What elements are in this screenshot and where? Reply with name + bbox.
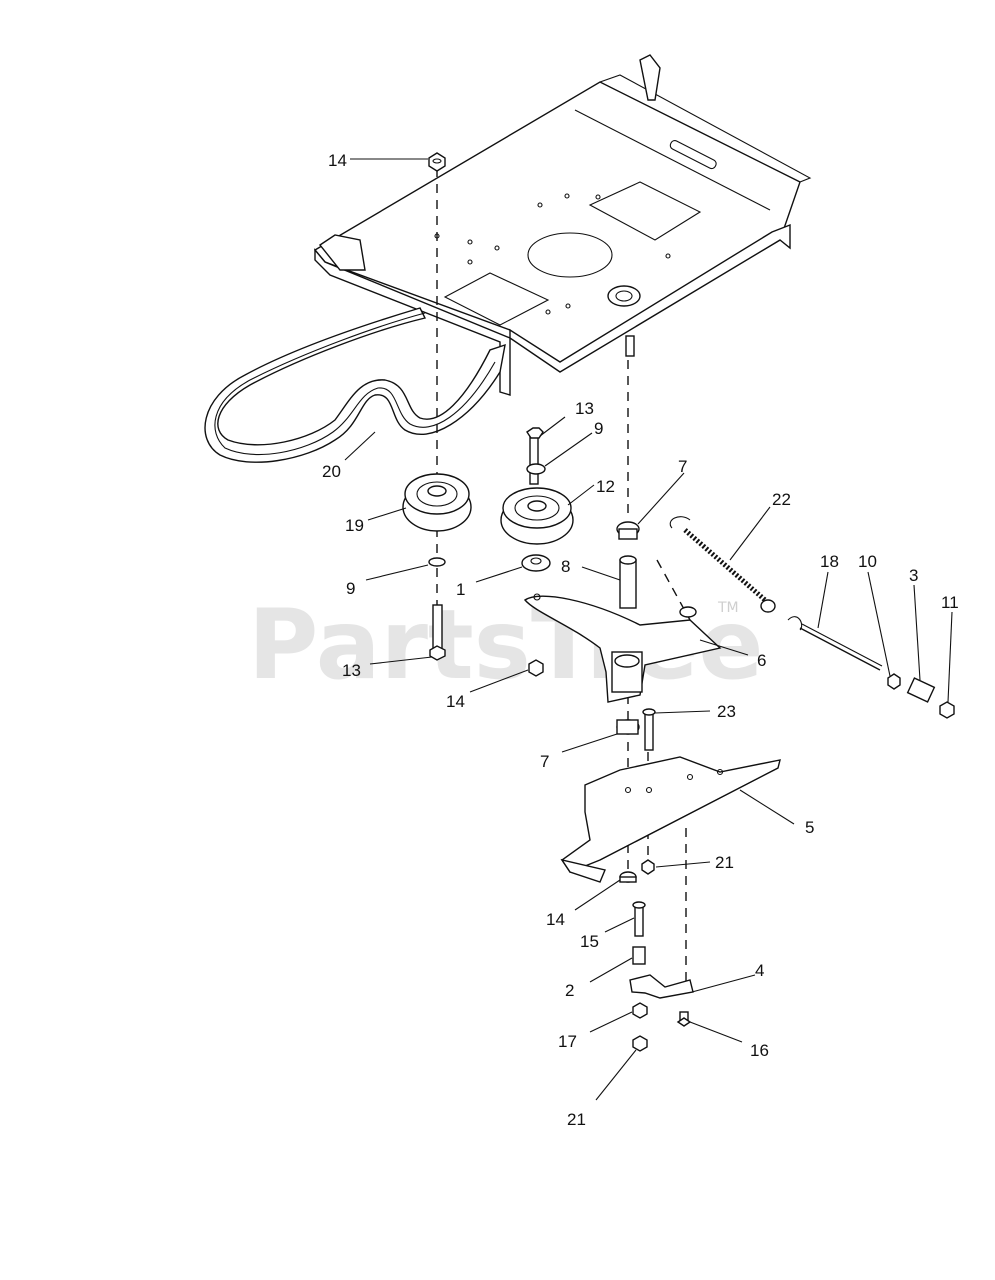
callout-8: 8 xyxy=(561,557,570,576)
mount-plate-5 xyxy=(560,756,781,883)
callout-1: 1 xyxy=(456,580,465,599)
deck-plate xyxy=(313,54,812,396)
callout-4: 4 xyxy=(755,961,764,980)
callout-14: 14 xyxy=(328,151,347,170)
nut-21-upper xyxy=(641,859,655,875)
spacer-2 xyxy=(632,946,646,965)
rod-18 xyxy=(787,616,883,671)
belt xyxy=(204,307,506,463)
callout-labels: 14 13 9 20 7 22 12 19 18 10 3 11 9 1 8 6… xyxy=(322,151,959,1129)
callout-11: 11 xyxy=(941,593,959,612)
nut-21-lower xyxy=(632,1035,648,1052)
callout-7: 7 xyxy=(678,457,687,476)
callout-16: 16 xyxy=(750,1041,769,1060)
callout-15: 15 xyxy=(580,932,599,951)
pulley-12 xyxy=(500,487,574,545)
callout-13: 13 xyxy=(342,661,361,680)
spacer-tube-8 xyxy=(619,555,637,609)
nut-14-mid xyxy=(528,659,544,677)
callout-9: 9 xyxy=(594,419,603,438)
nut-11 xyxy=(939,701,955,719)
callout-7: 7 xyxy=(540,752,549,771)
callout-18: 18 xyxy=(820,552,839,571)
watermark-trademark: TM xyxy=(717,600,739,616)
callout-10: 10 xyxy=(858,552,877,571)
leader-lines xyxy=(344,158,953,1101)
callout-14: 14 xyxy=(546,910,565,929)
callout-17: 17 xyxy=(558,1032,577,1051)
callout-21: 21 xyxy=(715,853,734,872)
callout-13: 13 xyxy=(575,399,594,418)
nut-14-lower xyxy=(619,871,637,883)
bushing-7-upper xyxy=(616,521,640,540)
callout-14: 14 xyxy=(446,692,465,711)
assembly-lines xyxy=(436,168,691,982)
callout-5: 5 xyxy=(805,818,814,837)
callout-6: 6 xyxy=(757,651,766,670)
washer-9-lower xyxy=(428,557,446,567)
bolt-15 xyxy=(632,901,646,937)
spacer-1 xyxy=(521,554,551,572)
screw-16 xyxy=(676,1011,692,1027)
nut-10 xyxy=(887,673,901,690)
idler-arm-6 xyxy=(523,593,722,703)
callout-9: 9 xyxy=(346,579,355,598)
callout-20: 20 xyxy=(322,462,341,481)
nut-14-top xyxy=(428,152,446,172)
spring-22 xyxy=(669,516,776,613)
bolt-13-upper xyxy=(526,427,544,485)
callout-21: 21 xyxy=(567,1110,586,1129)
nut-17 xyxy=(632,1002,648,1019)
bolt-23 xyxy=(642,708,656,751)
callout-19: 19 xyxy=(345,516,364,535)
callout-3: 3 xyxy=(909,566,918,585)
washer-9-upper xyxy=(526,463,546,475)
spacer-3 xyxy=(906,677,936,703)
callout-2: 2 xyxy=(565,981,574,1000)
bracket-4 xyxy=(629,974,694,999)
callout-23: 23 xyxy=(717,702,736,721)
hardware xyxy=(402,152,955,1052)
bolt-13-lower xyxy=(429,604,446,661)
bushing-7-lower xyxy=(616,719,640,735)
callout-12: 12 xyxy=(596,477,615,496)
callout-22: 22 xyxy=(772,490,791,509)
pulley-19 xyxy=(402,473,472,532)
